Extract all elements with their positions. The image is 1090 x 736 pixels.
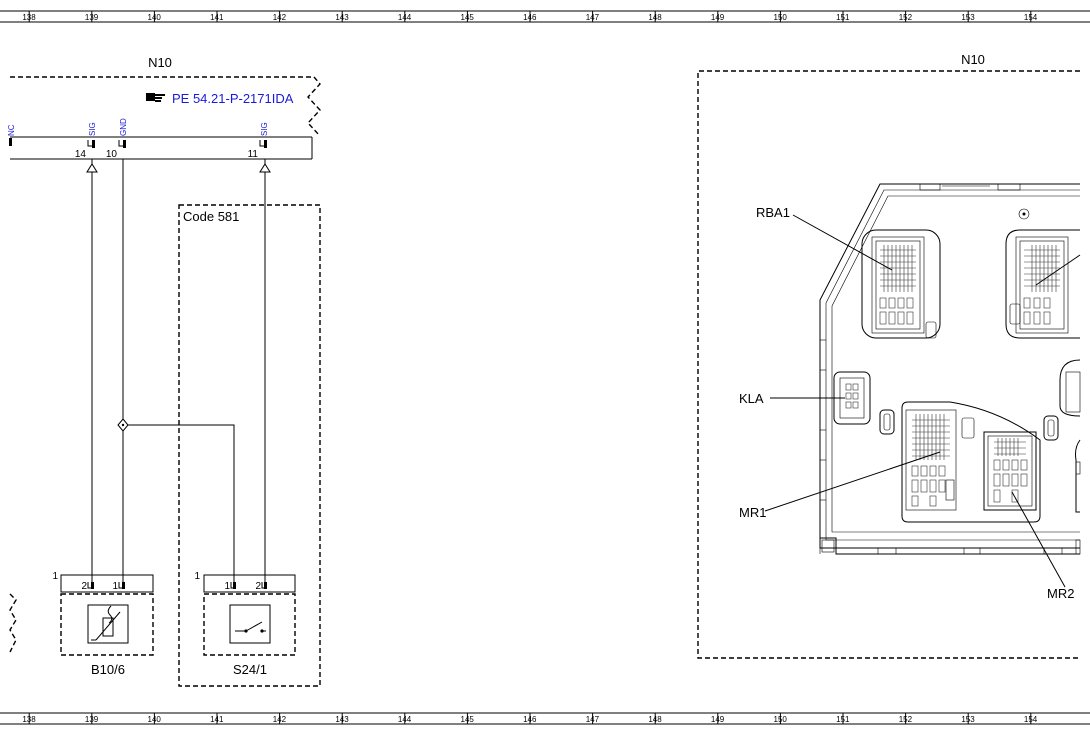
ruler-label: 152 — [899, 13, 913, 22]
component-s24-1[interactable]: 1 1 2 S24/1 — [194, 571, 296, 677]
pin-number: 10 — [106, 149, 118, 160]
ruler-label: 140 — [148, 13, 162, 22]
ruler-label: 151 — [836, 715, 850, 724]
left-module-title: N10 — [148, 55, 172, 70]
ruler-label: 148 — [648, 715, 662, 724]
ruler-label: 150 — [774, 715, 788, 724]
component-b10-6[interactable]: 1 2 1 B10/6 — [52, 571, 154, 677]
leader-line — [1035, 254, 1081, 286]
right-module-n10: N10 — [697, 52, 1081, 659]
ruler-label: 150 — [774, 13, 788, 22]
leader-line — [764, 451, 941, 512]
corner-pin: 1 — [194, 571, 200, 582]
ruler-label: 140 — [148, 715, 162, 724]
ruler-label: 142 — [273, 715, 287, 724]
pin-number: 14 — [75, 149, 87, 160]
ruler-label: 153 — [961, 13, 975, 22]
pointing-hand-icon — [146, 93, 165, 102]
wires — [86, 159, 271, 582]
signal-label-gnd: GND — [119, 118, 128, 136]
ruler-label: 139 — [85, 715, 99, 724]
pin-number: 1 — [224, 581, 230, 592]
temperature-sensor-icon — [87, 604, 129, 644]
signal-label-sig: SIG — [260, 122, 269, 136]
signal-arrow-icon — [259, 163, 271, 173]
leader-line — [1011, 491, 1066, 588]
ruler-label: 154 — [1024, 13, 1038, 22]
ruler-label: 153 — [961, 715, 975, 724]
ruler-label: 139 — [85, 13, 99, 22]
right-module-title: N10 — [961, 52, 985, 67]
ruler-label: 141 — [210, 715, 224, 724]
ruler-label: 144 — [398, 13, 412, 22]
ruler-label: 145 — [461, 13, 475, 22]
pin-number: 11 — [248, 149, 259, 160]
left-module-n10: N10 PE 54.21-P-2171IDA NC SIG GND SIG 14… — [7, 55, 321, 160]
pin-number: 1 — [112, 581, 118, 592]
connector-rba1[interactable] — [861, 229, 941, 339]
connector-partial-right — [1005, 229, 1080, 339]
ruler-label: 149 — [711, 715, 725, 724]
switch-icon — [229, 604, 271, 644]
ruler-label: 145 — [461, 715, 475, 724]
connector-partial-right-2 — [1059, 359, 1081, 417]
control-unit-housing — [819, 183, 1080, 555]
ruler-label: 138 — [22, 715, 36, 724]
ruler-label: 138 — [22, 13, 36, 22]
ruler-label: 143 — [335, 13, 349, 22]
ruler-label: 142 — [273, 13, 287, 22]
component-label: S24/1 — [233, 662, 267, 677]
component-label: B10/6 — [91, 662, 125, 677]
connector-partial-right-3 — [1075, 439, 1081, 513]
partial-component-border — [9, 593, 17, 653]
leader-line — [792, 214, 893, 271]
ruler-label: 148 — [648, 13, 662, 22]
signal-label-nc: NC — [7, 124, 16, 136]
top-ruler: 138 139 140 141 142 143 144 145 146 147 148 149 150 1… — [0, 10, 1090, 23]
connector-block-mr[interactable] — [901, 401, 1041, 523]
connector-label-rba1: RBA1 — [756, 205, 790, 220]
ruler-label: 147 — [586, 13, 600, 22]
ruler-label: 146 — [523, 715, 537, 724]
connector-label-mr2: MR2 — [1047, 586, 1074, 601]
ruler-label: 141 — [210, 13, 224, 22]
ruler-label: 147 — [586, 715, 600, 724]
ruler-label: 144 — [398, 715, 412, 724]
connector-label-kla: KLA — [739, 391, 764, 406]
option-code-box: Code 581 — [178, 204, 321, 687]
reference-link[interactable]: PE 54.21-P-2171IDA — [172, 91, 294, 106]
corner-pin: 1 — [52, 571, 58, 582]
ruler-label: 149 — [711, 13, 725, 22]
pin-number: 2 — [81, 581, 87, 592]
ruler-label: 151 — [836, 13, 850, 22]
ruler-label: 143 — [335, 715, 349, 724]
signal-label-sig: SIG — [88, 122, 97, 136]
option-code-label: Code 581 — [183, 209, 239, 224]
signal-arrow-icon — [86, 163, 98, 173]
ruler-label: 146 — [523, 13, 537, 22]
ruler-label: 152 — [899, 715, 913, 724]
connector-label-mr1: MR1 — [739, 505, 766, 520]
ruler-label: 154 — [1024, 715, 1038, 724]
bottom-ruler: 138 139 140 141 142 143 144 145 146 147 148 149 150 1… — [0, 712, 1090, 725]
pin-number: 2 — [255, 581, 261, 592]
